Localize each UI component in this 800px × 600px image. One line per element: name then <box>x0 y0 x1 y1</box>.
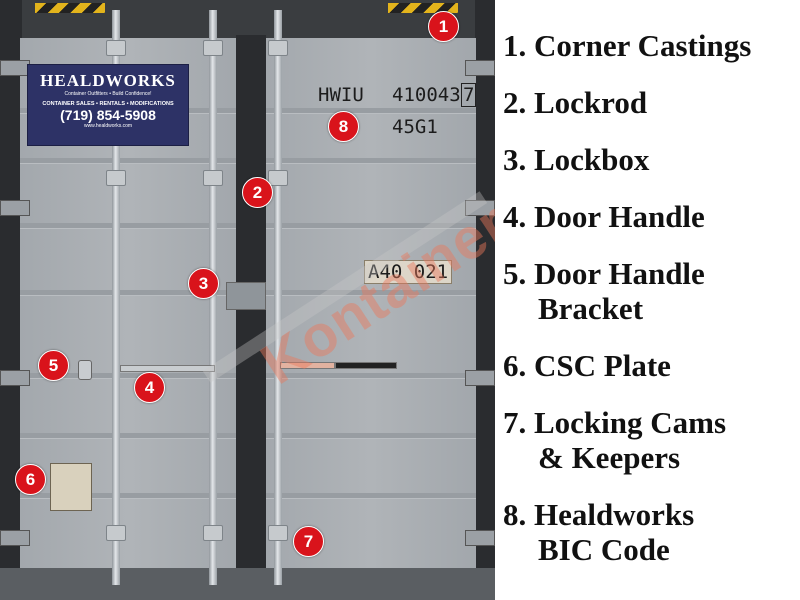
serial-number: 410043 <box>392 84 461 106</box>
check-digit: 7 <box>461 83 477 107</box>
door-handle-grip <box>335 362 397 369</box>
right-corner-post <box>475 0 495 600</box>
right-door <box>266 38 476 568</box>
legend-item: 1. Corner Castings <box>503 28 752 63</box>
lockrod <box>274 10 282 585</box>
door-handle <box>120 365 215 372</box>
badge-locking-cams: 7 <box>293 526 324 557</box>
legend-item: 6. CSC Plate <box>503 348 671 383</box>
legend-item: 3. Lockbox <box>503 142 650 177</box>
csc-plate <box>50 463 92 511</box>
lockrod <box>209 10 217 585</box>
badge-lockrod: 2 <box>242 177 273 208</box>
lockrod <box>112 10 120 585</box>
door-plate-code: A40 021 <box>364 260 453 284</box>
owner-code: HWIU <box>318 84 364 106</box>
badge-lockbox: 3 <box>188 268 219 299</box>
door-handle <box>280 362 335 369</box>
container-doors-photo: HEALDWORKS Container Outfitters • Build … <box>0 0 495 600</box>
type-code: 45G1 <box>392 116 438 138</box>
handle-bracket <box>78 360 92 380</box>
bottom-rail <box>0 568 495 600</box>
hazard-stripe <box>35 3 105 13</box>
hazard-stripe <box>388 3 458 13</box>
left-corner-post <box>0 0 22 600</box>
legend: 1. Corner Castings 2. Lockrod 3. Lockbox… <box>503 28 800 589</box>
badge-handle-bracket: 5 <box>38 350 69 381</box>
lockbox <box>226 282 266 310</box>
legend-item: 7. Locking Cams& Keepers <box>503 405 727 475</box>
legend-item: 2. Lockrod <box>503 85 648 120</box>
legend-item: 4. Door Handle <box>503 199 705 234</box>
badge-door-handle: 4 <box>134 372 165 403</box>
badge-csc-plate: 6 <box>15 464 46 495</box>
badge-bic-code: 8 <box>328 111 359 142</box>
healdworks-sign: HEALDWORKS Container Outfitters • Build … <box>27 64 189 146</box>
badge-corner-castings: 1 <box>428 11 459 42</box>
